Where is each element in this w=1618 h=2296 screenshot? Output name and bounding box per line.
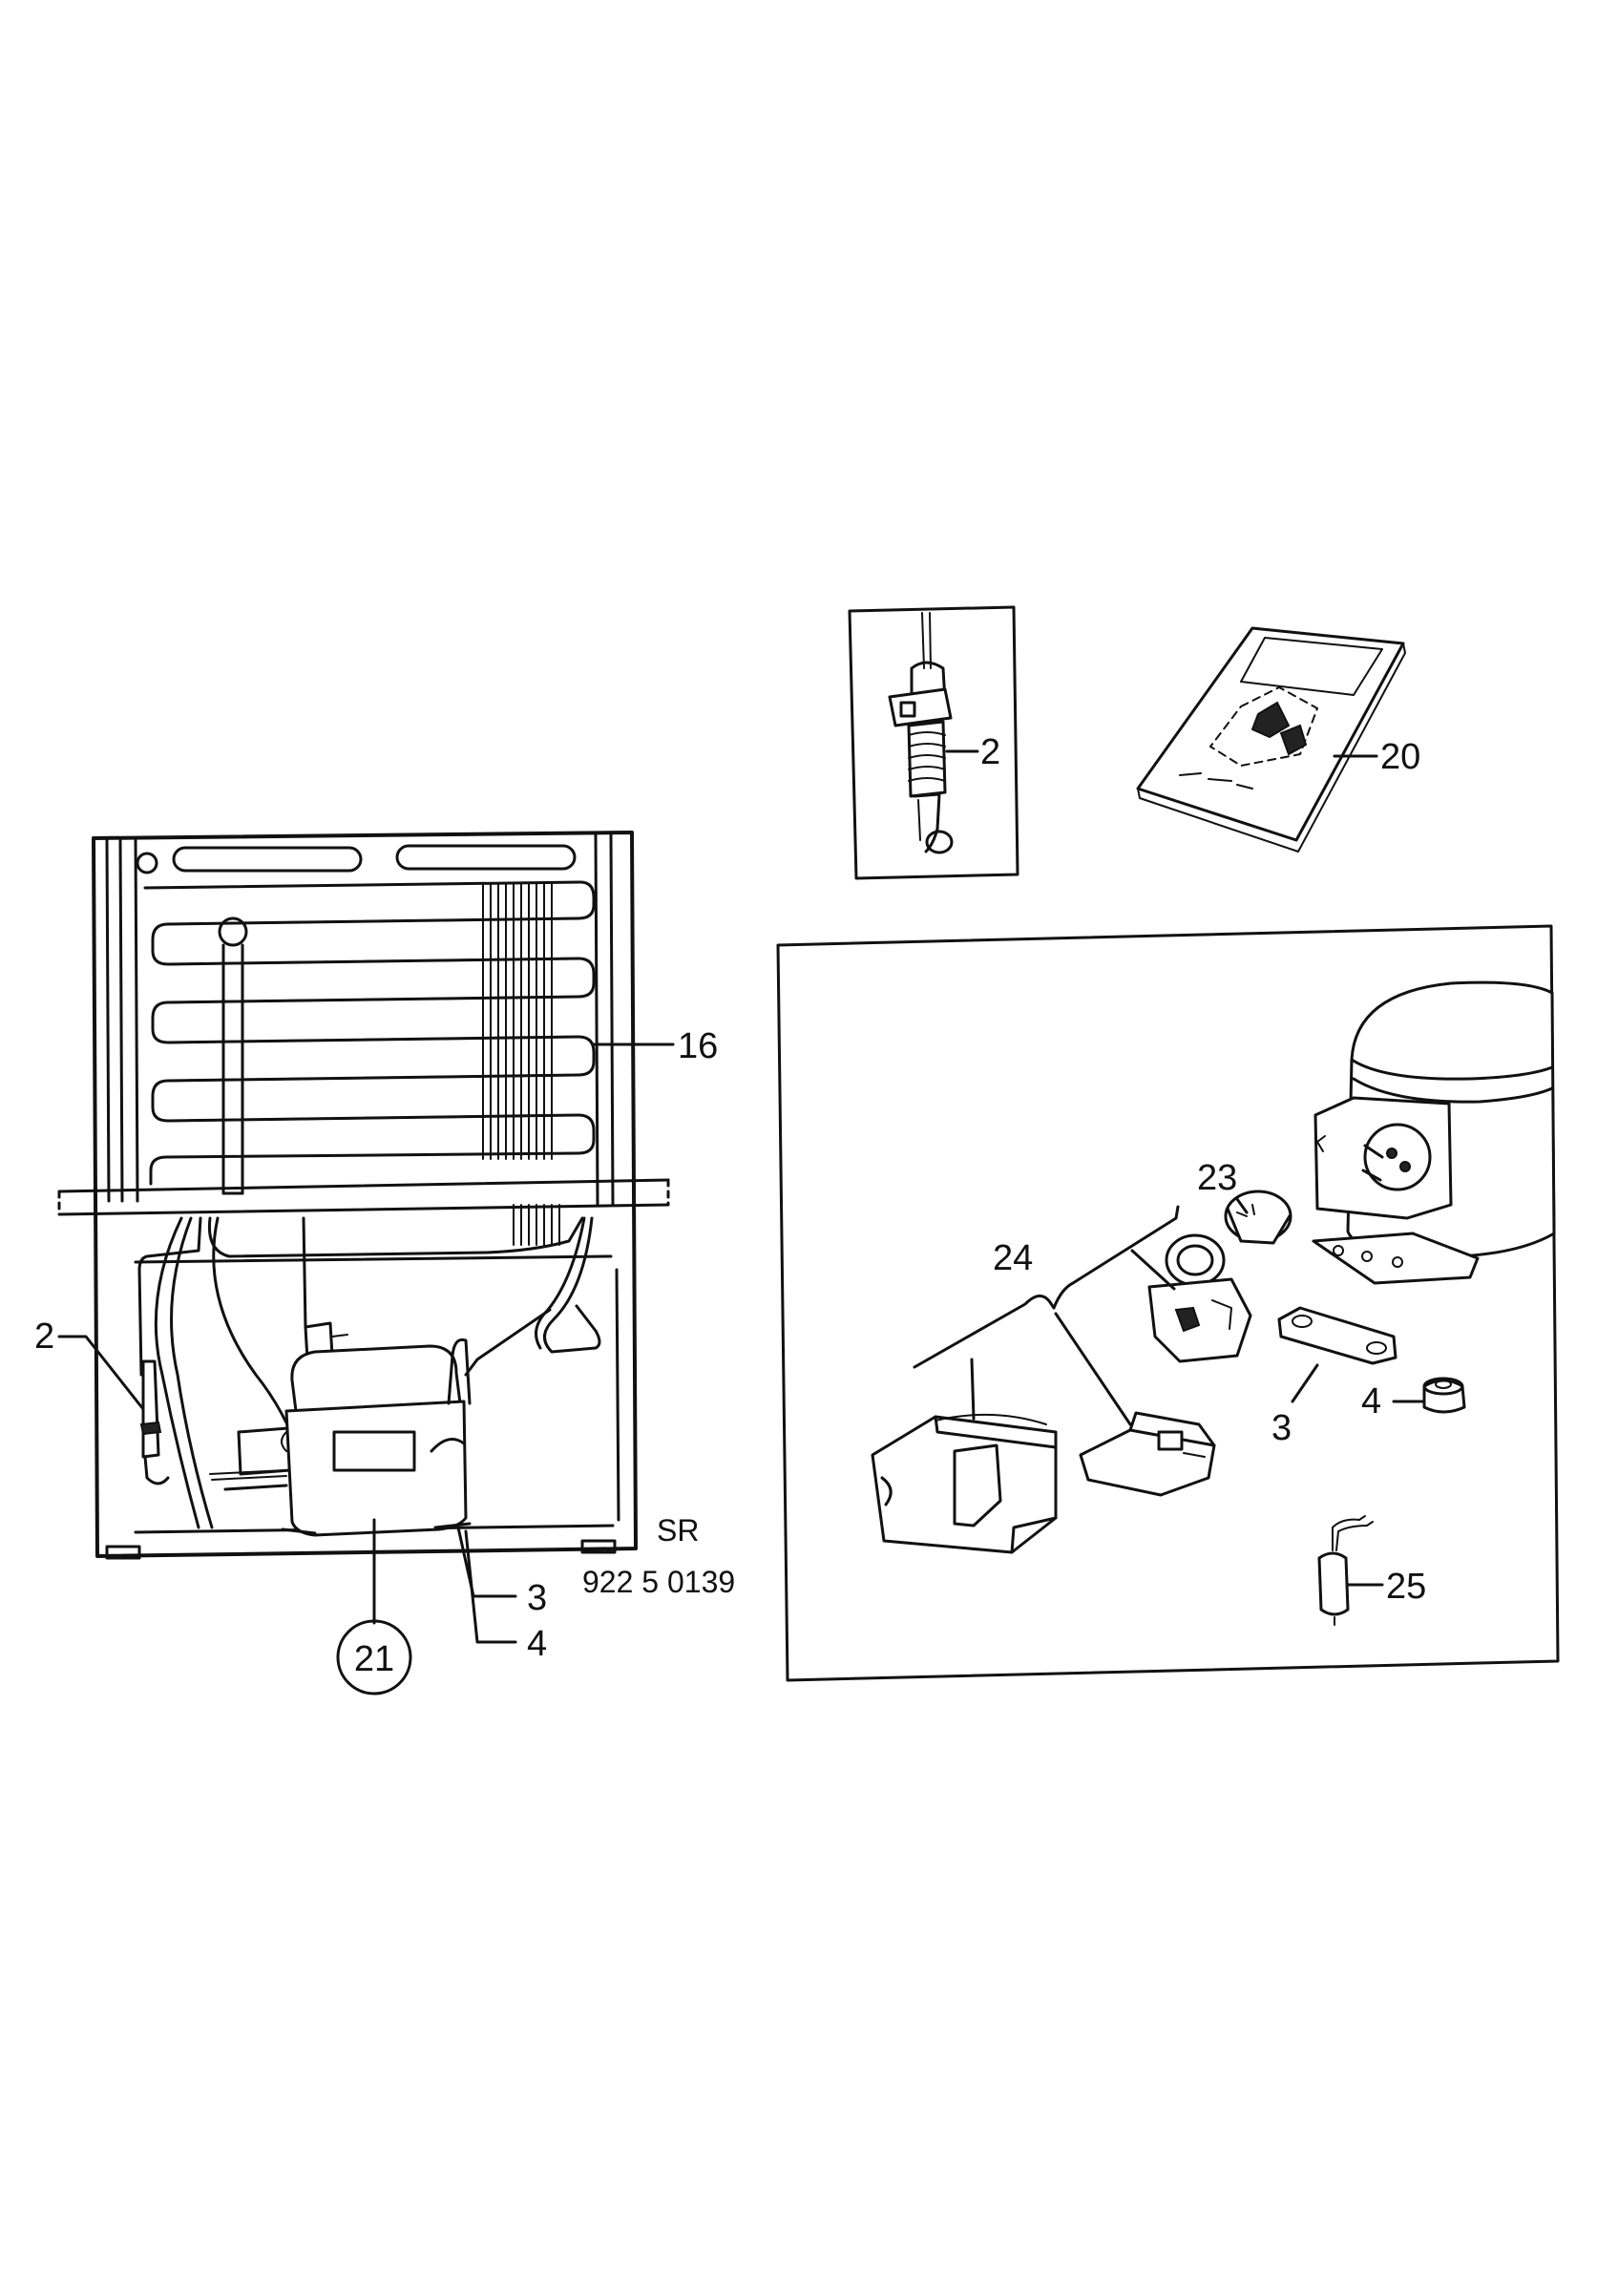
callout-circle-compressor [336, 1619, 412, 1696]
model-code: SR [657, 1513, 699, 1548]
thermostat-detail-inset: 2 [848, 605, 1019, 880]
capacitor-part [1317, 1515, 1374, 1626]
callout-condenser: 16 [678, 1026, 718, 1066]
thermostat-sensor-drawing [888, 612, 954, 854]
callout-grommet: 4 [1361, 1381, 1381, 1422]
leader-cover-set-3 [1130, 1249, 1176, 1291]
callout-leader-fixing-main-4 [464, 1529, 517, 1644]
callout-thermostat-main: 2 [34, 1317, 54, 1357]
electrics-detail-inset [776, 924, 1560, 1682]
callout-leader-thermostat-main [57, 1335, 145, 1411]
callout-manual: 20 [1380, 737, 1420, 777]
compressor-body [281, 1338, 472, 1537]
callout-clamp: 3 [1271, 1408, 1292, 1448]
callout-thermostat-detail: 2 [980, 732, 1000, 772]
leader-cover-set-1 [970, 1358, 976, 1421]
callout-fixing-main-3: 3 [527, 1578, 547, 1618]
relay-part [1224, 1190, 1292, 1245]
callout-leader-relay [1235, 1197, 1249, 1214]
callout-fixing-main-4: 4 [527, 1624, 547, 1664]
condenser-wire-grid [482, 883, 560, 1246]
callout-compressor: 21 [354, 1639, 394, 1679]
refrigerator-back-view [57, 831, 670, 1560]
leader-cover-set-2 [1054, 1312, 1132, 1426]
terminal-cover-part [871, 1413, 1058, 1554]
grommet-part [1422, 1377, 1466, 1414]
callout-relay: 23 [1197, 1158, 1237, 1198]
thermostat-detail-frame [848, 605, 1019, 880]
cover-lid-part [1079, 1411, 1216, 1497]
bracket-cover-set-right [1052, 1205, 1180, 1310]
callout-capacitor: 25 [1386, 1567, 1426, 1607]
callout-leader-clamp [1291, 1363, 1319, 1403]
overload-holder [1147, 1233, 1252, 1363]
bracket-cover-set-left [913, 1295, 1056, 1369]
manual-booklet [1136, 626, 1406, 853]
callout-cover-set: 24 [993, 1238, 1033, 1278]
electrics-detail-frame [776, 924, 1560, 1682]
model-number: 922 5 0139 [582, 1565, 735, 1599]
